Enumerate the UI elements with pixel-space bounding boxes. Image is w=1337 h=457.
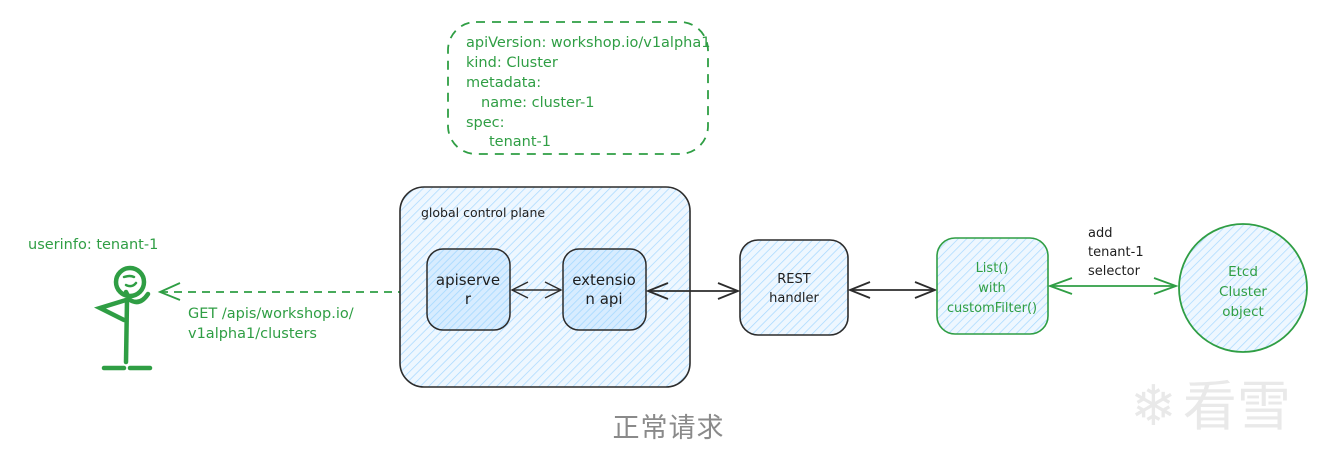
global-control-plane: global control plane apiserve r extensio… bbox=[399, 186, 691, 388]
yaml-note: apiVersion: workshop.io/v1alpha1 kind: C… bbox=[447, 21, 710, 155]
user: userinfo: tenant-1 bbox=[28, 237, 158, 371]
rest-handler-box[interactable]: REST handler bbox=[739, 239, 849, 336]
request-path: v1alpha1/clusters bbox=[188, 326, 317, 342]
yaml-line: metadata: bbox=[466, 75, 541, 91]
list-box-label: customFilter() bbox=[947, 301, 1037, 316]
extension-api-label: n api bbox=[585, 290, 622, 308]
user-label: userinfo: tenant-1 bbox=[28, 237, 158, 253]
rest-handler-label: REST bbox=[777, 272, 810, 287]
request-path: GET /apis/workshop.io/ bbox=[188, 306, 354, 322]
etcd-cluster-object[interactable]: Etcd Cluster object bbox=[1178, 223, 1308, 353]
extension-rest-arrow bbox=[645, 282, 741, 300]
apiserver-extension-arrow bbox=[510, 281, 563, 299]
rest-list-arrow bbox=[847, 281, 938, 299]
watermark-text: 看雪 bbox=[1182, 375, 1291, 438]
apiserver-label: r bbox=[465, 290, 472, 308]
yaml-note-border bbox=[447, 21, 709, 155]
stick-figure-icon bbox=[93, 265, 153, 371]
selector-note: tenant-1 bbox=[1088, 245, 1144, 260]
caption: 正常请求 bbox=[612, 413, 725, 444]
apiserver-label: apiserve bbox=[436, 271, 500, 289]
list-etcd-arrow: add tenant-1 selector bbox=[1047, 226, 1179, 295]
control-plane-box bbox=[399, 186, 691, 388]
list-custom-filter-box[interactable]: List() with customFilter() bbox=[936, 237, 1049, 335]
etcd-label: object bbox=[1222, 304, 1264, 320]
etcd-label: Etcd bbox=[1228, 264, 1258, 280]
yaml-line: name: cluster-1 bbox=[481, 95, 594, 111]
control-plane-title: global control plane bbox=[421, 205, 545, 220]
watermark: ❄看雪 bbox=[1130, 362, 1291, 441]
apiserver-box[interactable]: apiserve r bbox=[426, 248, 511, 331]
list-box-label: with bbox=[978, 281, 1006, 296]
extension-api-box[interactable]: extensio n api bbox=[562, 248, 647, 331]
yaml-line: apiVersion: workshop.io/v1alpha1 bbox=[466, 35, 710, 51]
extension-api-label: extensio bbox=[572, 271, 636, 289]
snowflake-icon: ❄ bbox=[1130, 374, 1177, 439]
arrowhead-left-icon bbox=[157, 282, 181, 301]
yaml-line: spec: bbox=[466, 115, 505, 131]
rest-handler-label: handler bbox=[769, 291, 819, 306]
request-arrow: GET /apis/workshop.io/ v1alpha1/clusters bbox=[157, 282, 428, 342]
yaml-line: kind: Cluster bbox=[466, 55, 558, 71]
selector-note: selector bbox=[1088, 264, 1141, 279]
yaml-line: tenant-1 bbox=[489, 134, 551, 150]
selector-note: add bbox=[1088, 226, 1112, 241]
etcd-label: Cluster bbox=[1219, 284, 1267, 300]
list-box-label: List() bbox=[976, 261, 1009, 276]
